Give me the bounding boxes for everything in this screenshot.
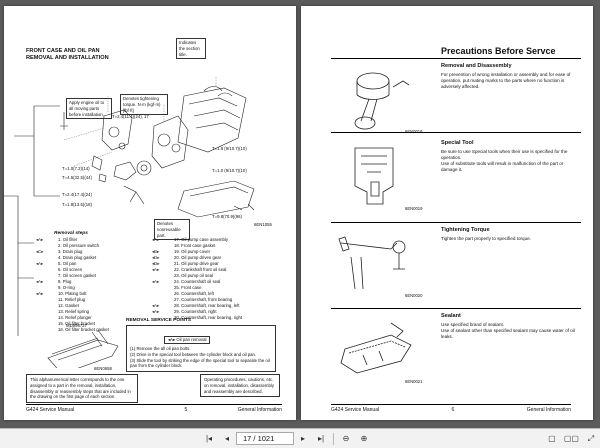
step-row: ◂D▸20. Oil pump driven gear — [152, 255, 222, 260]
divider — [331, 132, 581, 133]
callout-nonreusable: Denotes nonreusable part. — [154, 219, 190, 241]
service-points-box: ◂A▸ Oil pan removal (1) Remove the all o… — [126, 325, 276, 373]
callout-indicates: Indicates the section title. — [176, 38, 206, 60]
next-page-icon[interactable]: ▸ — [300, 434, 305, 443]
single-page-view-icon[interactable]: ▢ — [548, 434, 556, 443]
removal-steps-title: Removal steps — [54, 231, 88, 236]
two-page-view-icon[interactable]: ▢▢ — [563, 434, 579, 443]
step-row: ◂A▸22. Crankshaft front oil seal — [152, 267, 227, 272]
figure-code: 6EN0021 — [405, 379, 423, 384]
removal-steps-right: ◂A▸17. Oil pump case assembly 18. Front … — [152, 237, 242, 321]
step-row: ◂C▸3. Drain plug — [36, 249, 83, 254]
step-row: ◂D▸21. Oil pump drive gear — [152, 261, 219, 266]
page-number-field[interactable]: 17 / 1021 — [236, 432, 294, 445]
torque-label: T=1.0 (9/10.7)(10) — [212, 168, 247, 173]
previous-page-icon[interactable]: ◂ — [224, 434, 229, 443]
zoom-out-icon[interactable]: ⊖ — [342, 434, 350, 443]
torque-label: T=1.8(13.5)(18) — [62, 202, 92, 207]
step-row: 12. Gasket — [58, 303, 79, 308]
right-page: Precautions Before Servce 6EN0016 Remova… — [301, 6, 593, 420]
torque-label: T=1.0(7.2)(14) — [62, 166, 90, 171]
bracket-lines — [4, 195, 34, 336]
figure-code: 6EN1055 — [254, 222, 272, 227]
step-row: 23. Oil pump oil seal — [174, 273, 213, 278]
figure-code: 6EN0016 — [405, 129, 423, 134]
step-row: ◂A▸17. Oil pump case assembly — [152, 237, 228, 242]
oil-pan-removal-figure — [47, 329, 119, 368]
section-special-tool: 6EN0019 Special Tool Be sure to use Spec… — [331, 132, 581, 216]
last-page-icon[interactable]: ▸| — [317, 434, 325, 443]
figure-code: 6EN0020 — [405, 293, 423, 298]
step-row: ◂A▸5. Oil pan — [36, 261, 77, 266]
step-row: ◂A▸24. Countershaft oil seal — [152, 279, 221, 284]
step-row: 6. Oil screen — [58, 267, 83, 272]
torque-label: T=4.5(32.5)(44) — [62, 175, 92, 180]
section-tightening-torque: 6EN0020 Tightening Torque Tighten the pa… — [331, 222, 581, 302]
step-row: 9. O-ring — [58, 285, 75, 290]
step-row: 15. Oil filter bracket — [58, 321, 96, 326]
special-tool-figure — [354, 147, 394, 205]
section-head: Sealant — [441, 313, 461, 319]
step-row: 4. Drain plug gasket — [58, 255, 97, 260]
note-operating-procedures: Operating procedures, cautions, etc. on … — [200, 374, 280, 398]
step-row: 27. Countershaft, front bearing — [174, 297, 233, 302]
step-row: 13. Relief spring — [58, 309, 90, 314]
torque-label: T=2.4(11.4)(24), 17 — [112, 114, 149, 119]
left-page-footer: G424 Service Manual 5 General Informatio… — [26, 404, 282, 413]
step-row: 25. Front case — [174, 285, 202, 290]
step-row: 30. Countershaft, rear bearing, right — [174, 315, 243, 320]
note-letter-explanation: This alphanumerical letter corresponds t… — [26, 374, 138, 404]
step-row: ◂A▸28. Countershaft, rear bearing, left — [152, 303, 240, 308]
service-text: (1) Remove the all oil pan bolts. (2) Dr… — [130, 346, 270, 369]
step-row: 14. Relief plunger — [58, 315, 92, 320]
step-row: 2. Oil pressure switch — [58, 243, 100, 248]
oil-pan-sealant-figure — [340, 322, 412, 374]
left-page: FRONT CASE AND OIL PAN REMOVAL AND INSTA… — [4, 6, 296, 420]
engine-exploded-diagram — [14, 76, 255, 218]
service-points-title: REMOVAL SERVICE POINTS — [126, 318, 192, 323]
torque-label: T=1.5 (9/10.7)(10) — [212, 146, 247, 151]
step-row: ◂A▸8. Plug — [36, 279, 72, 284]
section-body: Use specified brand of sealant. Use of s… — [441, 322, 575, 340]
section-head: Tightening Torque — [441, 227, 490, 233]
viewer-toolbar: |◂ ◂ 17 / 1021 ▸ ▸| ⊖ ⊕ ▢ ▢▢ ⤢ — [0, 428, 600, 448]
zoom-in-icon[interactable]: ⊕ — [360, 434, 368, 443]
removal-steps-left: ◂A▸1. Oil filter 2. Oil pressure switch … — [36, 237, 109, 333]
step-row: 26. Countershaft, left — [174, 291, 214, 296]
step-row: 7. Oil screen gasket — [58, 273, 96, 278]
right-page-footer: G424 Service Manual 6 General Informatio… — [331, 404, 571, 413]
first-page-icon[interactable]: |◂ — [205, 434, 213, 443]
figure-code: 6EN0019 — [405, 206, 423, 211]
section-head: Removal and Disassembly — [441, 63, 512, 69]
fullscreen-icon[interactable]: ⤢ — [587, 433, 595, 443]
right-page-title: Precautions Before Servce — [441, 46, 556, 56]
step-row: 18. Front case gasket — [174, 243, 216, 248]
step-row: ◂B▸19. Oil pump cover — [152, 249, 211, 254]
callout-apply-oil: Apply engine oil to all moving parts bef… — [66, 98, 112, 120]
section-body: For prevention of wrong installation or … — [441, 72, 571, 90]
service-header: ◂A▸ Oil pan removal — [164, 336, 211, 344]
section-sealant: 6EN0021 Sealant Use specified brand of s… — [331, 308, 581, 388]
section-head: Special Tool — [441, 140, 474, 146]
torque-wrench-figure — [338, 236, 406, 290]
torque-label: T=9.8(70.9)(96) — [212, 214, 242, 219]
step-row: 16. Oil filter bracket gasket — [58, 327, 109, 332]
tool-number: MD998727 — [66, 323, 88, 328]
step-row: 11. Relief plug — [58, 297, 86, 302]
callout-torque: Denotes tightening torque. N·m (kgf·m) [… — [120, 94, 168, 116]
piston-rod-figure — [354, 72, 410, 130]
section-body: Be sure to use Special tools when their … — [441, 149, 568, 173]
step-row: ◂A▸1. Oil filter — [36, 237, 78, 242]
figure-code: 6EN0658 — [94, 366, 112, 371]
section-body: Tighten the part properly to specified t… — [441, 236, 531, 241]
left-page-title: FRONT CASE AND OIL PAN REMOVAL AND INSTA… — [26, 48, 109, 62]
step-row: ◂A▸29. Countershaft, right — [152, 309, 217, 314]
step-row: ◂A▸10. Plating bolt — [36, 291, 87, 296]
torque-label: T=2.4(17.4)(24) — [62, 192, 92, 197]
section-removal-disassembly: 6EN0016 Removal and Disassembly For prev… — [331, 58, 581, 138]
